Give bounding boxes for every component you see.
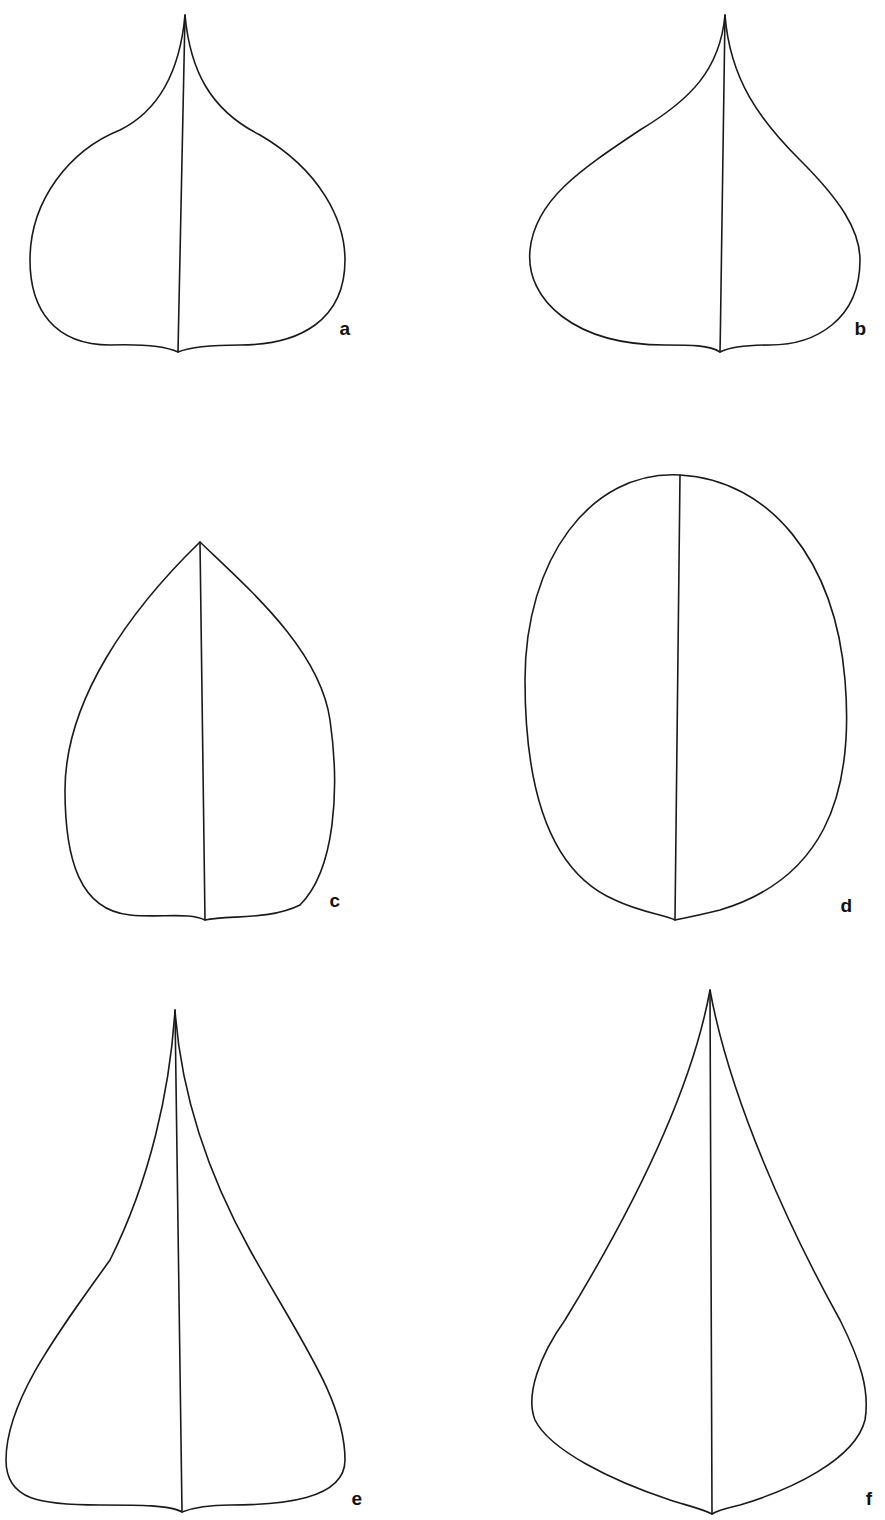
figure-letter: e — [351, 1489, 362, 1508]
leaf-midrib — [200, 542, 205, 920]
figure-letter: b — [854, 319, 866, 338]
figure-letter: c — [329, 891, 340, 910]
leaf-outline — [65, 542, 335, 920]
leaf-midrib — [675, 475, 680, 920]
leaf-outline — [6, 1010, 345, 1512]
leaf-outline — [525, 475, 847, 920]
figure-letter: f — [866, 1489, 872, 1508]
figure-letter: a — [339, 319, 350, 338]
leaf-midrib — [710, 990, 712, 1514]
leaf-outline — [532, 990, 866, 1514]
leaf-outline — [530, 15, 860, 352]
leaf-midrib — [178, 15, 185, 352]
leaf-midrib — [720, 15, 725, 352]
leaf-midrib — [175, 1010, 182, 1512]
leaf-outline — [30, 15, 345, 352]
figure-letter: d — [840, 896, 852, 915]
